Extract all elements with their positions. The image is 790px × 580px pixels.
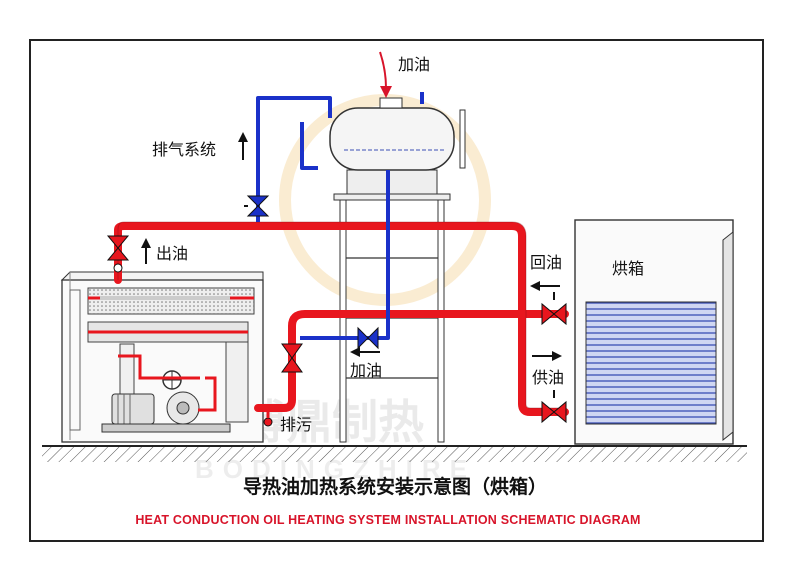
heater-cabinet: [60, 271, 264, 443]
fill-valve: [357, 326, 379, 350]
supply-oil-arrow-right: [532, 351, 562, 361]
return-oil-arrow-left: [530, 281, 560, 291]
drain-valve: [263, 408, 273, 427]
label-drain: 排污: [280, 415, 312, 434]
oven-coil: [585, 301, 717, 425]
fill-oil-arrow-left: [350, 347, 380, 357]
label-oil-out: 出油: [156, 244, 188, 263]
label-exhaust-system: 排气系统: [152, 140, 216, 159]
sight-glass: [459, 109, 466, 169]
oil-out-arrow-up: [141, 238, 151, 264]
oven: [574, 219, 734, 445]
outlet-valve: [106, 235, 130, 273]
diagram-subtitle: HEAT CONDUCTION OIL HEATING SYSTEM INSTA…: [135, 513, 640, 527]
cold-oil-pipe: [256, 92, 424, 340]
label-supply-oil: 供油: [532, 368, 564, 387]
ground: [42, 445, 747, 462]
vent-valve: [244, 195, 270, 217]
fill-oil-arrow: [379, 51, 392, 98]
filter-valve: [281, 343, 303, 373]
arrows: [141, 51, 562, 361]
valves: [106, 195, 567, 427]
heating-tube-top: [87, 287, 255, 315]
label-oven: 烘箱: [612, 259, 644, 278]
expansion-tank: [329, 97, 466, 171]
diagram-title: 导热油加热系统安装示意图（烘箱）: [243, 475, 547, 498]
exhaust-arrow-up: [238, 132, 248, 160]
return-valve: [541, 292, 567, 326]
label-fill-oil-mid: 加油: [350, 361, 382, 380]
label-fill-oil-top: 加油: [398, 55, 430, 74]
tank-stand: [333, 169, 451, 443]
label-return-oil: 回油: [530, 253, 562, 272]
supply-valve: [541, 390, 567, 424]
